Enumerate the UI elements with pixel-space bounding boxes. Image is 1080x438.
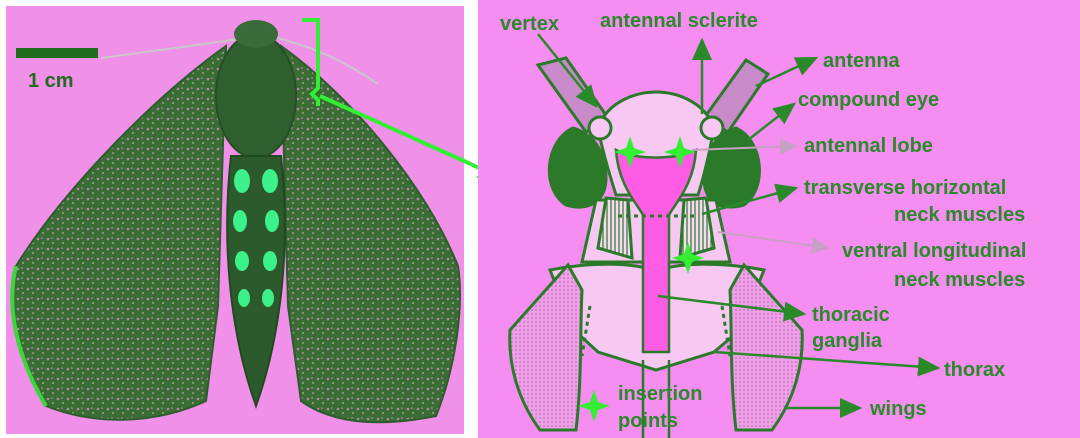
- left-antennal-sclerite: [589, 117, 611, 139]
- label-transverse-line1: transverse horizontal: [804, 177, 1006, 199]
- moth-left-wing: [12, 46, 226, 420]
- label-antenna: antenna: [823, 50, 900, 72]
- right-wing-base: [730, 265, 802, 430]
- moth-abdomen: [227, 156, 285, 406]
- moth-photo-panel: 1 cm: [6, 6, 464, 434]
- label-transverse-line2: neck muscles: [894, 204, 1025, 226]
- label-wings: wings: [870, 398, 927, 420]
- label-insertion-line1: insertion: [618, 383, 702, 405]
- label-vertex: vertex: [500, 13, 559, 35]
- moth-right-wing: [281, 46, 460, 422]
- label-compound-eye: compound eye: [798, 89, 939, 111]
- leader-ventral: [718, 232, 828, 248]
- label-insertion-line2: points: [618, 410, 678, 432]
- label-ventral-line1: ventral longitudinal: [842, 240, 1026, 262]
- head-diagram-panel: vertex antennal sclerite antenna compoun…: [478, 0, 1080, 438]
- left-wing-base: [510, 265, 582, 430]
- scale-bar: [16, 48, 98, 58]
- label-antennal-sclerite: antennal sclerite: [600, 10, 758, 32]
- scale-bar-label: 1 cm: [28, 70, 74, 93]
- label-thoracic-line1: thoracic: [812, 304, 890, 326]
- right-antennal-sclerite: [701, 117, 723, 139]
- label-thoracic-line2: ganglia: [812, 330, 882, 352]
- leader-compound-eye: [748, 104, 794, 140]
- moth-head: [234, 20, 278, 48]
- label-antennal-lobe: antennal lobe: [804, 135, 933, 157]
- left-neck-muscles: [598, 198, 632, 258]
- moth-thorax: [216, 34, 296, 158]
- label-ventral-line2: neck muscles: [894, 269, 1025, 291]
- label-thorax: thorax: [944, 359, 1005, 381]
- insertion-star-legend: [578, 390, 610, 422]
- moth-photo: [6, 6, 464, 434]
- right-neck-muscles: [680, 198, 714, 258]
